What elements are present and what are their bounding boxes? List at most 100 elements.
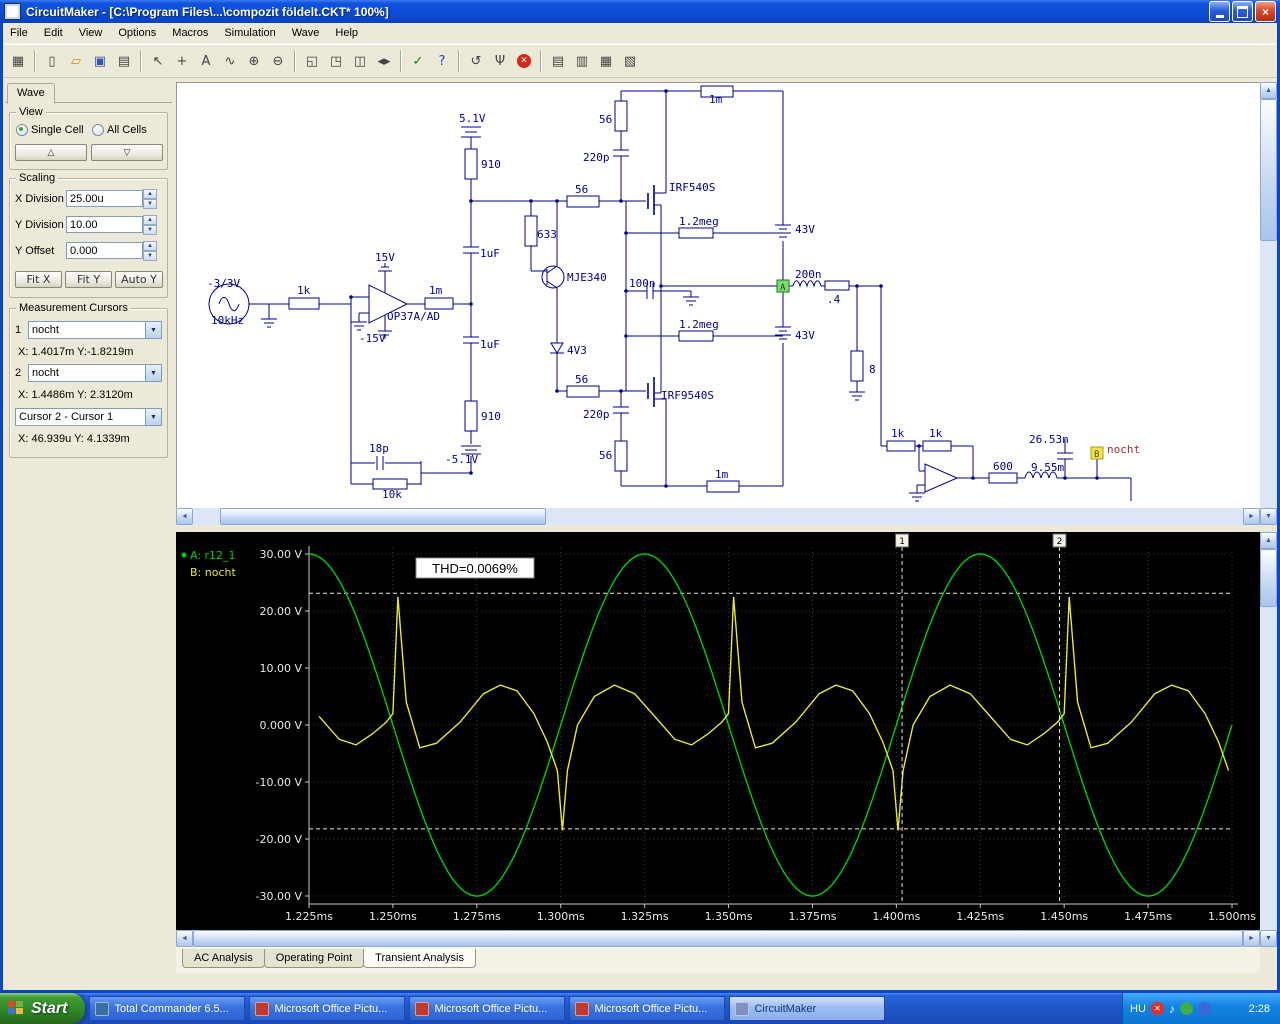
dropdown-button[interactable]: ▼ [145, 365, 161, 381]
scroll-down-icon[interactable]: ▼ [1260, 508, 1277, 525]
v-scroll-thumb[interactable] [1260, 549, 1277, 607]
cursor-flag[interactable] [1052, 533, 1067, 548]
schematic-v-scrollbar[interactable]: ▲ ▼ [1260, 82, 1277, 525]
menu-item-view[interactable]: View [78, 27, 103, 39]
menu-item-help[interactable]: Help [335, 27, 359, 39]
y-division-input[interactable] [66, 216, 143, 233]
waveform-h-scrollbar[interactable]: ◄ ► [176, 930, 1260, 947]
tab-operating-point[interactable]: Operating Point [263, 949, 365, 968]
scroll-up-icon[interactable]: ▲ [1260, 82, 1277, 99]
tab-transient-analysis[interactable]: Transient Analysis [363, 949, 476, 968]
volume-icon[interactable]: ♪ [1168, 1001, 1175, 1016]
schematic-h-scrollbar[interactable]: ◄ ► [176, 508, 1260, 525]
signal-source-symbol[interactable] [208, 283, 250, 325]
close-button[interactable]: × [1255, 1, 1276, 22]
menu-item-edit[interactable]: Edit [43, 27, 63, 39]
zener-symbol[interactable] [550, 342, 564, 354]
task-button-microsoft-office-pictu[interactable]: Microsoft Office Pictu... [569, 996, 726, 1021]
v-scroll-thumb[interactable] [1260, 99, 1277, 241]
menu-item-macros[interactable]: Macros [172, 27, 209, 39]
scroll-right-icon[interactable]: ► [1243, 930, 1260, 947]
y-division-spinner[interactable]: ▲▼ [143, 215, 157, 235]
x-division-spinner[interactable]: ▲▼ [143, 189, 157, 209]
scroll-right-icon[interactable]: ► [1243, 508, 1260, 525]
scroll-up-icon[interactable]: ▲ [1260, 532, 1277, 549]
security-alert-icon[interactable]: ✕ [1150, 1002, 1164, 1015]
dropdown-button[interactable]: ▼ [145, 409, 161, 425]
cursor-button[interactable]: ↖ [146, 49, 170, 73]
radio-single-cell[interactable]: Single Cell [16, 124, 84, 136]
menu-item-wave[interactable]: Wave [291, 27, 320, 39]
waveform-v-scrollbar[interactable]: ▲ ▼ [1260, 532, 1277, 947]
task-button-total-commander-6-5[interactable]: Total Commander 6.5... [89, 996, 246, 1021]
transistor-symbol[interactable] [541, 265, 565, 289]
cursor-diff-select[interactable]: Cursor 2 - Cursor 1 ▼ [15, 408, 162, 426]
probe-tool-button[interactable]: Ψ [488, 49, 512, 73]
probe-a[interactable] [776, 279, 790, 293]
help-button[interactable]: ? [430, 49, 454, 73]
language-indicator[interactable]: HU [1130, 1002, 1146, 1015]
x-division-input[interactable] [66, 190, 143, 207]
text-tool-button[interactable]: A [194, 49, 218, 73]
status-blue-icon[interactable] [1197, 1002, 1211, 1015]
cursor2-signal-select[interactable]: nocht ▼ [28, 364, 162, 382]
scope-a-button[interactable]: ▤ [546, 49, 570, 73]
start-button[interactable]: Start [0, 993, 86, 1024]
maximize-button[interactable] [1232, 1, 1253, 22]
zoom-window-button[interactable]: ◱ [300, 49, 324, 73]
spin-down-icon[interactable]: ▼ [143, 251, 157, 261]
fit-y-button[interactable]: Fit Y [65, 271, 112, 288]
split-view-button[interactable]: ◫ [348, 49, 372, 73]
minimize-button[interactable] [1209, 1, 1230, 22]
spin-down-icon[interactable]: ▼ [143, 225, 157, 235]
wire-tool-button[interactable]: ∿ [218, 49, 242, 73]
scope-d-button[interactable]: ▧ [618, 49, 642, 73]
fit-x-button[interactable]: Fit X [15, 271, 62, 288]
spin-down-icon[interactable]: ▼ [143, 199, 157, 209]
print-button[interactable]: ▤ [112, 49, 136, 73]
scope-b-button[interactable]: ▥ [570, 49, 594, 73]
status-green-icon[interactable] [1179, 1002, 1193, 1015]
opamp-symbol[interactable] [924, 463, 959, 493]
mosfet-symbol[interactable] [647, 185, 655, 407]
zoom-fit-button[interactable]: ◳ [324, 49, 348, 73]
task-button-circuitmaker[interactable]: CircuitMaker [729, 996, 886, 1021]
stop-simulation-button[interactable]: ✕ [512, 49, 536, 73]
spin-up-icon[interactable]: ▲ [143, 189, 157, 199]
cursor-flag[interactable] [895, 533, 910, 548]
new-file-button[interactable]: ▯ [40, 49, 64, 73]
scroll-down-icon[interactable]: ▼ [1260, 930, 1277, 947]
run-simulation-button[interactable]: ✓ [406, 49, 430, 73]
spin-up-icon[interactable]: ▲ [143, 215, 157, 225]
h-scroll-thumb[interactable] [220, 508, 546, 525]
tab-wave[interactable]: Wave [7, 83, 55, 104]
auto-y-button[interactable]: Auto Y [115, 271, 163, 288]
dropdown-button[interactable]: ▼ [145, 322, 161, 338]
menu-item-simulation[interactable]: Simulation [224, 27, 276, 39]
next-cell-button[interactable]: ▽ [91, 144, 163, 161]
cells-button[interactable]: ▦ [6, 49, 30, 73]
opamp-symbol[interactable] [368, 284, 409, 324]
task-button-microsoft-office-pictu[interactable]: Microsoft Office Pictu... [249, 996, 406, 1021]
y-offset-input[interactable] [66, 242, 143, 259]
save-file-button[interactable]: ▣ [88, 49, 112, 73]
cursor1-signal-select[interactable]: nocht ▼ [28, 321, 162, 339]
scroll-left-icon[interactable]: ◄ [176, 930, 193, 947]
pan-button[interactable]: ◂▸ [372, 49, 396, 73]
scroll-left-icon[interactable]: ◄ [176, 508, 193, 525]
spin-up-icon[interactable]: ▲ [143, 241, 157, 251]
y-offset-spinner[interactable]: ▲▼ [143, 241, 157, 261]
scope-c-button[interactable]: ▦ [594, 49, 618, 73]
radio-all-cells[interactable]: All Cells [92, 124, 147, 136]
probe-b[interactable] [1090, 446, 1104, 460]
add-part-button[interactable]: + [170, 49, 194, 73]
reset-button[interactable]: ↺ [464, 49, 488, 73]
h-scroll-thumb[interactable] [193, 930, 1243, 947]
zoom-out-button[interactable]: ⊖ [266, 49, 290, 73]
menu-item-file[interactable]: File [10, 27, 28, 39]
zoom-in-button[interactable]: ⊕ [242, 49, 266, 73]
tab-ac-analysis[interactable]: AC Analysis [182, 949, 265, 968]
prev-cell-button[interactable]: △ [15, 144, 87, 161]
